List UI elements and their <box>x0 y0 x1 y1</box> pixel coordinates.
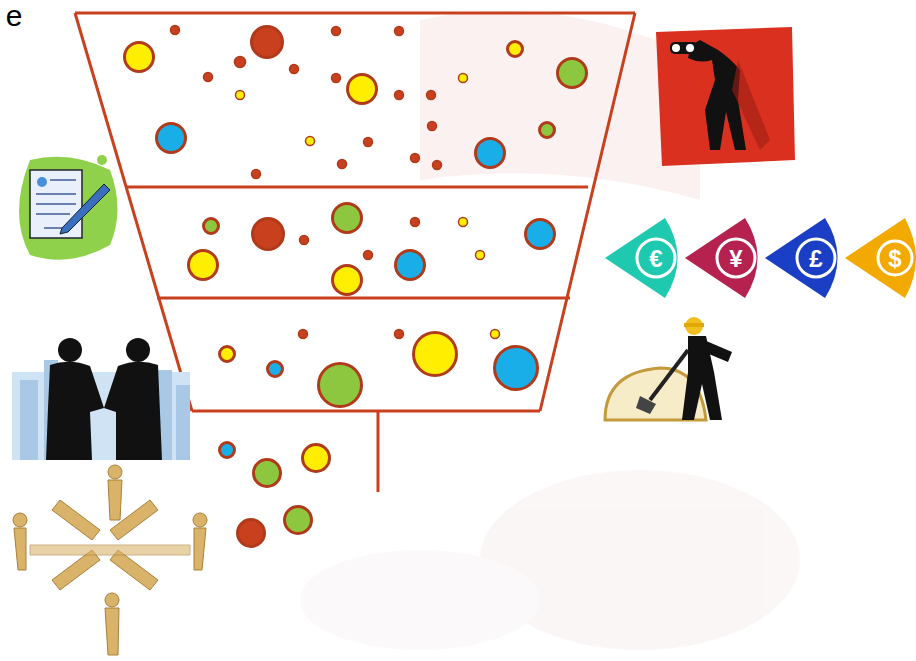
currency-symbol: ¥ <box>729 247 742 271</box>
currency-icons <box>605 218 916 298</box>
funnel-ball <box>332 74 341 83</box>
funnel-ball <box>476 139 505 168</box>
funnel-ball <box>125 43 154 72</box>
yen-shape <box>685 218 758 298</box>
funnel-ball <box>476 251 485 260</box>
funnel-balls <box>125 26 587 547</box>
funnel-ball <box>558 59 587 88</box>
funnel-ball <box>433 161 442 170</box>
funnel-ball <box>495 347 538 390</box>
funnel-ball <box>204 73 213 82</box>
funnel-ball <box>427 91 436 100</box>
corner-letter: e <box>6 1 23 31</box>
funnel-ball <box>171 26 180 35</box>
teamwork-figures-icon <box>13 465 207 655</box>
binoculars-icon <box>656 27 795 166</box>
funnel-ball <box>395 330 404 339</box>
digging-worker-icon <box>605 317 732 420</box>
currency-symbol: £ <box>809 247 822 271</box>
funnel-ball <box>508 42 523 57</box>
funnel-ball <box>319 364 362 407</box>
background-shapes <box>300 11 800 650</box>
funnel-ball <box>299 330 308 339</box>
funnel-ball <box>220 443 235 458</box>
funnel-ball <box>395 91 404 100</box>
funnel-ball <box>252 27 283 58</box>
funnel-ball <box>189 251 218 280</box>
funnel-ball <box>414 333 457 376</box>
funnel-ball <box>253 219 284 250</box>
funnel-ball <box>428 122 437 131</box>
funnel-ball <box>254 460 281 487</box>
funnel-ball <box>285 507 312 534</box>
handshake-icon <box>12 338 190 460</box>
dollar-shape <box>845 218 916 298</box>
funnel-ball <box>411 154 420 163</box>
funnel-ball <box>157 124 186 153</box>
funnel-ball <box>290 65 299 74</box>
funnel-outline <box>75 13 635 492</box>
funnel-ball <box>364 138 373 147</box>
funnel-ball <box>540 123 555 138</box>
funnel-ball <box>364 251 373 260</box>
funnel-ball <box>303 445 330 472</box>
funnel-ball <box>526 220 555 249</box>
contract-icon <box>19 155 118 260</box>
funnel-ball <box>411 218 420 227</box>
pound-shape <box>765 218 838 298</box>
funnel-ball <box>268 362 283 377</box>
funnel-ball <box>236 91 245 100</box>
currency-symbol: $ <box>888 247 901 271</box>
funnel-ball <box>252 170 261 179</box>
funnel-ball <box>220 347 235 362</box>
funnel-ball <box>300 236 309 245</box>
funnel-ball <box>235 57 246 68</box>
funnel-ball <box>332 27 341 36</box>
funnel-ball <box>333 266 362 295</box>
funnel-ball <box>395 27 404 36</box>
funnel-ball <box>306 137 315 146</box>
funnel-ball <box>459 74 468 83</box>
funnel-ball <box>238 520 265 547</box>
funnel-ball <box>333 204 362 233</box>
funnel-ball <box>459 218 468 227</box>
euro-shape <box>605 218 678 298</box>
currency-symbol: € <box>649 247 662 271</box>
funnel-ball <box>338 160 347 169</box>
funnel-ball <box>491 330 500 339</box>
funnel-ball <box>396 251 425 280</box>
funnel-ball <box>348 75 377 104</box>
funnel-ball <box>204 219 219 234</box>
